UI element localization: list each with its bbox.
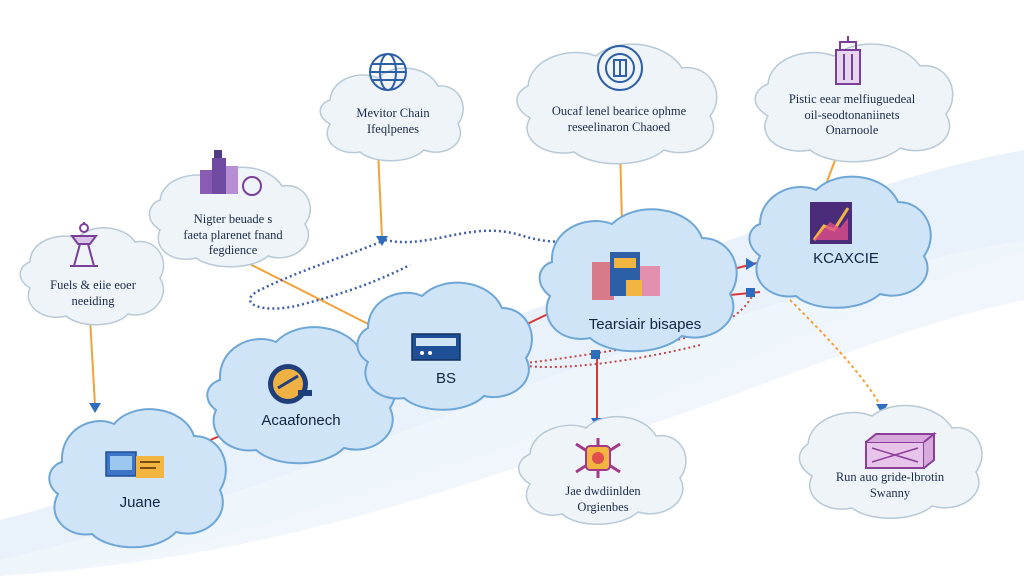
note-line: Ifeqlpenes	[366, 121, 420, 136]
connector-fuels	[89, 317, 96, 406]
note-line: fegdience	[208, 243, 258, 258]
monitor-icon	[105, 451, 164, 478]
note-line: neeiding	[71, 293, 115, 308]
city-icon	[200, 150, 262, 196]
connector-mevitor	[377, 149, 383, 239]
network-icon	[575, 438, 621, 478]
note-pistic: Pistic eear melfiuguedeal oil-seodtonani…	[766, 92, 938, 139]
note-line: Pistic eear melfiuguedeal	[788, 92, 916, 106]
note-line: Jae dwdiinlden	[565, 484, 641, 498]
note-cloud-oucaf	[516, 43, 718, 165]
node-cloud-juane	[48, 408, 227, 549]
globe-icon	[369, 53, 407, 91]
note-fuels: Fuels & eiie eoer neeiding	[26, 278, 160, 309]
note-line: Orgienbes	[577, 499, 629, 514]
note-line: Fuels & eiie eoer	[50, 278, 136, 292]
note-cloud-fuels	[19, 227, 165, 326]
box-icon	[865, 431, 937, 469]
lamp-icon	[70, 222, 98, 267]
note-line: Oucaf lenel bearice ophme	[551, 104, 687, 118]
note-line: oil-seodtonaniinets	[804, 107, 900, 122]
junction-square	[746, 288, 755, 297]
note-run: Run auo gride-lbrotin Swanny	[806, 470, 974, 501]
dotted-connector-run	[789, 299, 883, 409]
node-label-juane: Juane	[119, 494, 161, 511]
node-label-acaafonech: Acaafonech	[261, 412, 341, 429]
arrow-head	[376, 236, 388, 246]
note-line: Mevitor Chain	[356, 106, 430, 120]
node-label-bs: BS	[435, 370, 456, 387]
storage-icon	[592, 252, 660, 300]
note-line: reseelinaron Chaoed	[567, 119, 671, 134]
background-band-light	[0, 240, 1024, 576]
note-cloud-mevitor	[319, 67, 464, 162]
node-label-tearsiair: Tearsiair bisapes	[588, 316, 702, 333]
junction-square	[591, 350, 600, 359]
node-label-kcaxcie: KCAXCIE	[813, 250, 879, 267]
server-icon	[411, 333, 461, 361]
note-line: Run auo gride-lbrotin	[835, 470, 945, 484]
arrow-head	[876, 404, 888, 414]
note-line: Nigter beuade s	[193, 212, 273, 226]
connector-nigter	[237, 257, 381, 331]
note-line: Onarnoole	[825, 123, 879, 138]
note-nigter: Nigter beuade s faeta plarenet fnand feg…	[158, 212, 308, 259]
note-jae: Jae dwdiinlden Orgienbes	[528, 484, 678, 515]
arrow-head	[89, 403, 101, 413]
arrow-head	[746, 258, 756, 270]
note-line: Swanny	[869, 485, 911, 500]
satellite-dish-icon	[268, 364, 312, 404]
note-line: faeta plarenet fnand	[183, 227, 283, 242]
globe-icon	[597, 45, 643, 91]
note-mevitor: Mevitor Chain Ifeqlpenes	[328, 106, 458, 137]
chart-icon	[810, 202, 852, 244]
note-oucaf: Oucaf lenel bearice ophme reseelinaron C…	[526, 104, 712, 135]
lantern-icon	[835, 36, 861, 85]
